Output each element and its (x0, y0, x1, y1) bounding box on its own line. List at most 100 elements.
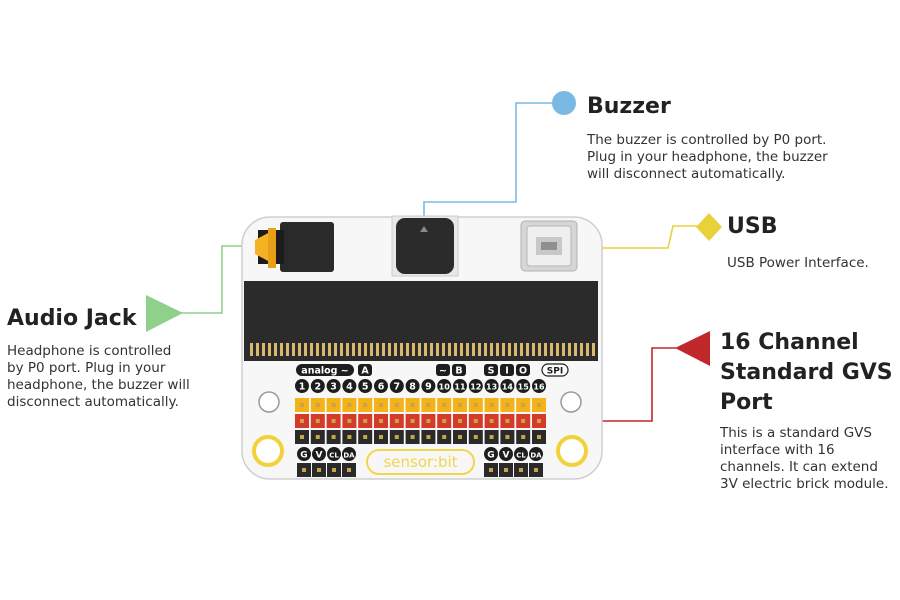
slot-pin (334, 343, 337, 356)
gvs-desc-line: interface with 16 (720, 442, 835, 458)
slot-pin (484, 343, 487, 356)
slot-pin (490, 343, 493, 356)
gvs-description: This is a standard GVS interface with 16… (720, 425, 889, 493)
a-badge (358, 364, 372, 376)
gvs-pin-contact (505, 419, 510, 423)
header-pin-contact (302, 468, 306, 472)
brand-frame (366, 449, 475, 475)
pin-number-label: 4 (346, 382, 353, 393)
header-pin-label: CL (329, 452, 339, 460)
gvs-title-line: Standard GVS (720, 360, 893, 385)
gvs-title: 16 Channel Standard GVS Port (720, 328, 893, 418)
pin-number-label: 10 (439, 383, 451, 392)
buzzer-leader-line (423, 102, 563, 228)
b-label: B (455, 366, 462, 377)
gvs-pin-contact (521, 403, 526, 407)
slot-pin (592, 343, 595, 356)
slot-pin (508, 343, 511, 356)
gvs-desc-line: channels. It can extend (720, 459, 878, 475)
audio-jack-description: Headphone is controlled by P0 port. Plug… (7, 343, 190, 411)
analog-badge (296, 364, 354, 376)
gvs-pin-contact (442, 403, 447, 407)
buzzer-desc-line: Plug in your headphone, the buzzer (587, 149, 828, 165)
buzzer-marker (552, 91, 576, 115)
pin-number-label: 7 (393, 382, 400, 393)
header-pin-badge (297, 447, 311, 461)
slot-pin (400, 343, 403, 356)
audio-desc-line: Headphone is controlled (7, 343, 172, 359)
slot-pin (274, 343, 277, 356)
buzzer-title: Buzzer (587, 94, 671, 119)
gvs-pin-contact (379, 403, 383, 407)
gvs-pin-contact (347, 435, 352, 439)
slot-pin (364, 343, 367, 356)
gvs-pin-contact (300, 419, 304, 423)
gvs-pin-contact (458, 419, 462, 423)
b-badge (452, 364, 466, 376)
usb-description: USB Power Interface. (727, 255, 869, 272)
slot-pin (562, 343, 565, 356)
slot-pin (394, 343, 397, 356)
header-pin-badge (327, 447, 341, 461)
slot-pin (574, 343, 577, 356)
pin-number-label: 2 (314, 382, 321, 393)
header-pin-badge (484, 447, 498, 461)
slot-pin (322, 343, 325, 356)
slot-pin (436, 343, 439, 356)
pin-number-badge (295, 379, 309, 393)
header-pin-badge (529, 447, 543, 461)
slot-pin (460, 343, 463, 356)
audio-desc-line: disconnect automatically. (7, 394, 179, 410)
mount-ring-right (556, 435, 588, 467)
slot-pins (250, 343, 595, 356)
slot-pin (346, 343, 349, 356)
slot-pin (526, 343, 529, 356)
pin-number-label: 16 (533, 383, 545, 392)
gvs-pin-contact (442, 419, 447, 423)
slot-pin (382, 343, 385, 356)
audio-desc-line: headphone, the buzzer will (7, 377, 190, 393)
header-pin-contact (489, 468, 493, 472)
pin-number-label: 15 (518, 383, 530, 392)
analog-label: analog ~ (301, 366, 348, 377)
header-pin-badge (312, 447, 326, 461)
gvs-pin-contact (442, 435, 447, 439)
gvs-pin-contact (331, 403, 336, 407)
slot-pin (502, 343, 505, 356)
slot-pin (514, 343, 517, 356)
header-pin-contact (504, 468, 508, 472)
slot-pin (388, 343, 391, 356)
gvs-pin-contact (394, 419, 399, 423)
pin-number-badge (500, 379, 515, 393)
slot-pin (376, 343, 379, 356)
slot-pin (304, 343, 307, 356)
gvs-desc-line: 3V electric brick module. (720, 476, 889, 492)
slot-pin (586, 343, 589, 356)
slot-pin (532, 343, 535, 356)
audio-jack-title: Audio Jack (7, 306, 137, 331)
gvs-pin-contact (473, 403, 478, 407)
gvs-pin-contact (394, 403, 399, 407)
gvs-pin-contact (379, 435, 383, 439)
gvs-pin-contact (300, 435, 304, 439)
pin-number-label: 11 (454, 383, 466, 392)
slot-pin (580, 343, 583, 356)
header-pin-contact (332, 468, 336, 472)
gvs-pin-contact (410, 435, 415, 439)
gvs-pin-contact (521, 419, 526, 423)
gvs-pin-contact (426, 435, 431, 439)
header-pin-label: G (300, 451, 307, 461)
header-pin-label: V (503, 451, 510, 461)
gvs-pin-contact (473, 435, 478, 439)
slot-pin (544, 343, 547, 356)
pin-number-badge (532, 379, 546, 393)
buzzer-description: The buzzer is controlled by P0 port. Plu… (587, 132, 828, 183)
slot-pin (424, 343, 427, 356)
slot-pin (520, 343, 523, 356)
header-pin-badge (499, 447, 513, 461)
mount-ring-left (252, 435, 284, 467)
slot-pin (556, 343, 559, 356)
gvs-pin-contact (505, 435, 510, 439)
